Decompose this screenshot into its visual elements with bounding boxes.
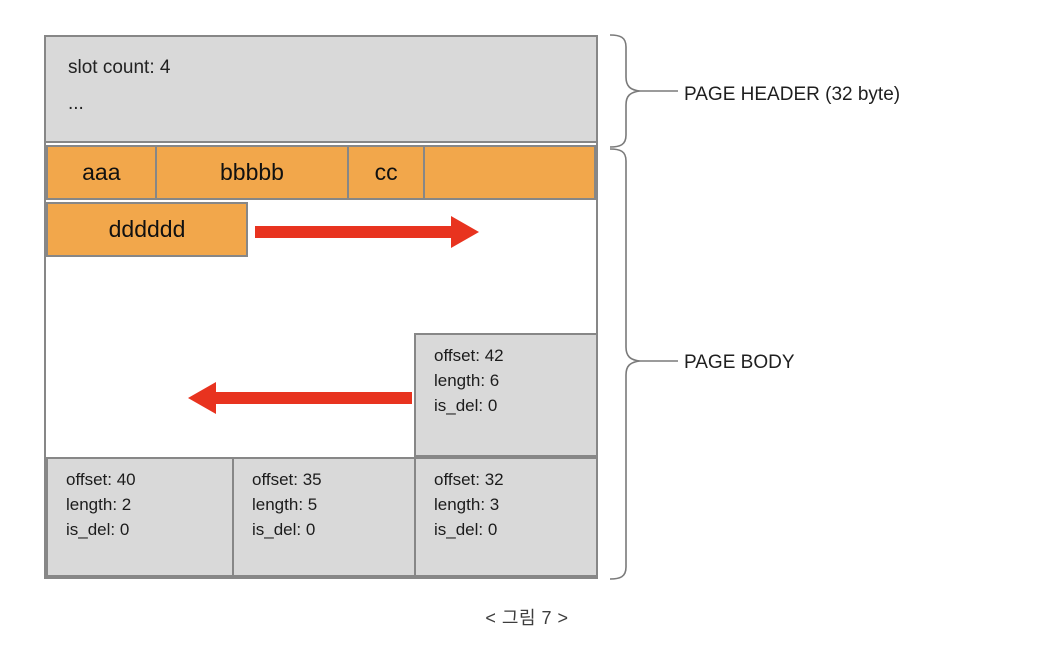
record-cell-bbbbb: bbbbb: [154, 145, 350, 200]
free-space-grow-right-arrow: [255, 216, 479, 248]
slot-isdel-label: is_del: 0: [66, 520, 130, 539]
page-header-region: slot count: 4 ...: [46, 37, 596, 143]
slot-offset-label: offset: 40: [66, 470, 136, 489]
slot-offset-label: offset: 42: [434, 346, 504, 365]
page-header-line-ellipsis: ...: [68, 93, 84, 114]
record-cell-empty: [422, 145, 596, 200]
slot-offset-label: offset: 32: [434, 470, 504, 489]
slot-isdel-label: is_del: 0: [434, 396, 498, 415]
page-header-line-slot-count: slot count: 4: [68, 57, 171, 78]
slot-entry-40: offset: 40 length: 2 is_del: 0: [46, 457, 234, 577]
slot-length-label: length: 2: [66, 495, 132, 514]
record-row-1: aaa bbbbb cc: [46, 145, 596, 200]
figure-caption: < 그림 7 >: [485, 608, 569, 628]
slot-array-grow-left-arrow: [188, 382, 412, 414]
record-cell-dddddd: dddddd: [46, 202, 248, 257]
page-header-side-label: PAGE HEADER (32 byte): [684, 84, 901, 105]
record-cell-aaa: aaa: [46, 145, 157, 200]
record-cell-cc: cc: [347, 145, 425, 200]
slot-length-label: length: 6: [434, 371, 500, 390]
page-body-side-label: PAGE BODY: [684, 352, 795, 373]
slot-entry-35: offset: 35 length: 5 is_del: 0: [232, 457, 416, 577]
slot-length-label: length: 5: [252, 495, 318, 514]
slot-isdel-label: is_del: 0: [434, 520, 498, 539]
slot-entry-42: offset: 42 length: 6 is_del: 0: [414, 333, 598, 457]
slot-length-label: length: 3: [434, 495, 500, 514]
slot-entry-32: offset: 32 length: 3 is_del: 0: [414, 457, 598, 577]
page-header-brace: [609, 34, 678, 148]
slot-isdel-label: is_del: 0: [252, 520, 316, 539]
page-body-brace: [609, 148, 678, 580]
slot-offset-label: offset: 35: [252, 470, 322, 489]
